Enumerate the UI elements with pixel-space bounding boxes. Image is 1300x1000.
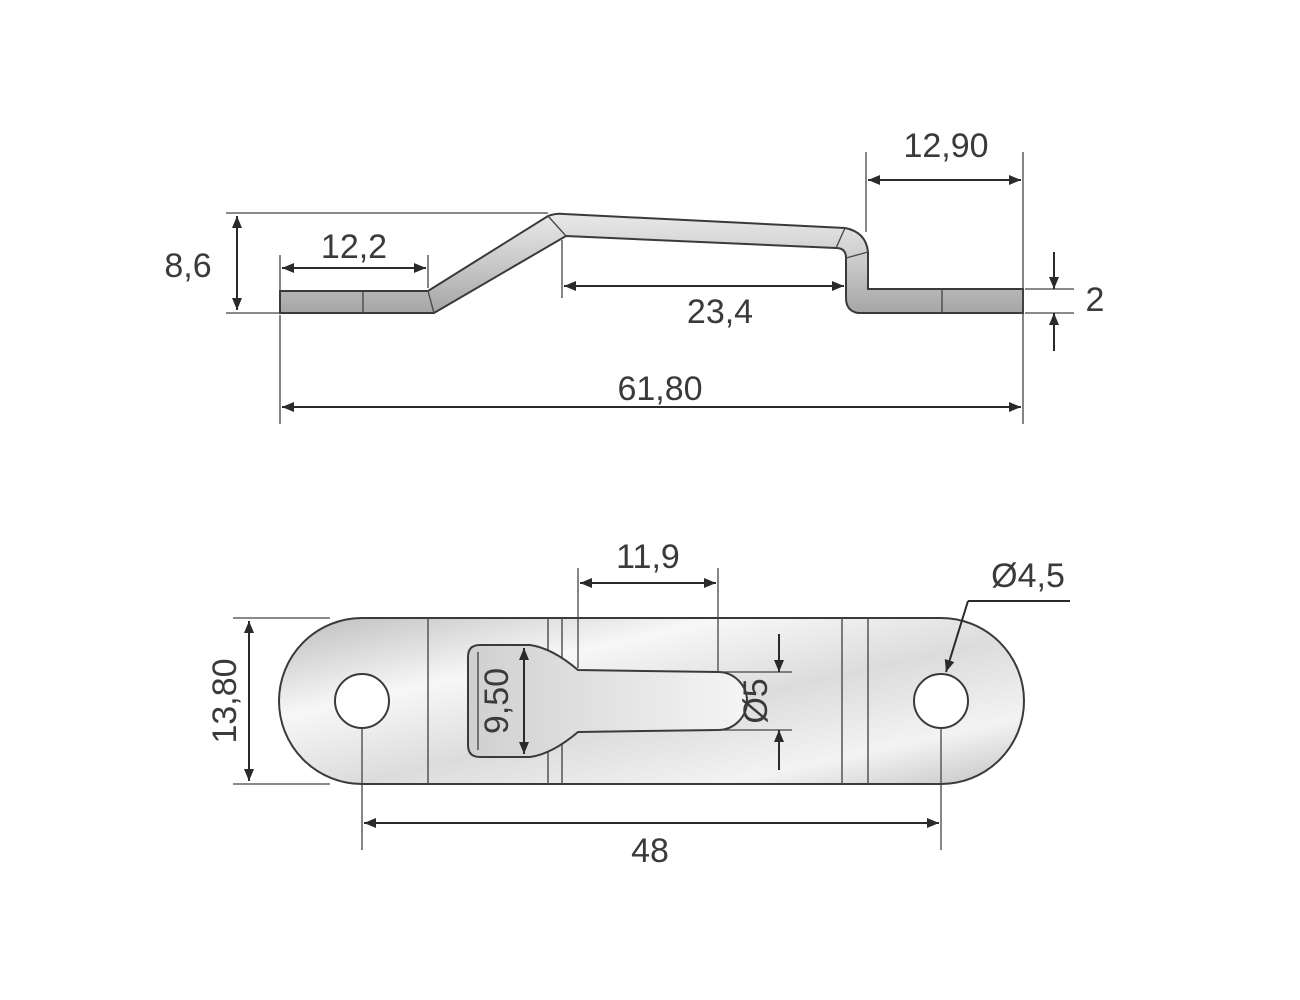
dim-overall-length-label: 61,80 [617, 370, 702, 408]
facet-line [845, 251, 869, 259]
dim-height-label: 8,6 [164, 247, 211, 285]
dim-slot-width-label: Ø5 [737, 678, 775, 723]
leader-arrow-hole [944, 600, 969, 673]
dim-hole-spacing-label: 48 [631, 832, 669, 870]
side-view: 8,6 12,2 23,4 12,90 2 61,80 [164, 127, 1104, 424]
dim-right-flat-label: 12,90 [903, 127, 988, 165]
facet-line [835, 227, 846, 249]
dim-left-flat-label: 12,2 [321, 228, 387, 266]
dim-slot-length-label: 11,9 [616, 538, 680, 576]
facet-line [547, 215, 567, 237]
side-profile-strip [279, 212, 1024, 314]
dim-width-label: 13,80 [206, 658, 244, 743]
dim-thickness-label: 2 [1086, 281, 1105, 319]
facet-line [427, 290, 435, 314]
top-view: 13,80 11,9 9,50 Ø5 Ø4,5 48 [206, 538, 1070, 870]
dim-head-height-label: 9,50 [478, 668, 516, 734]
dim-top-run-label: 23,4 [687, 293, 753, 331]
dim-hole-diameter-label: Ø4,5 [991, 557, 1065, 595]
mounting-hole-right [913, 673, 969, 729]
mounting-hole-left [334, 673, 390, 729]
